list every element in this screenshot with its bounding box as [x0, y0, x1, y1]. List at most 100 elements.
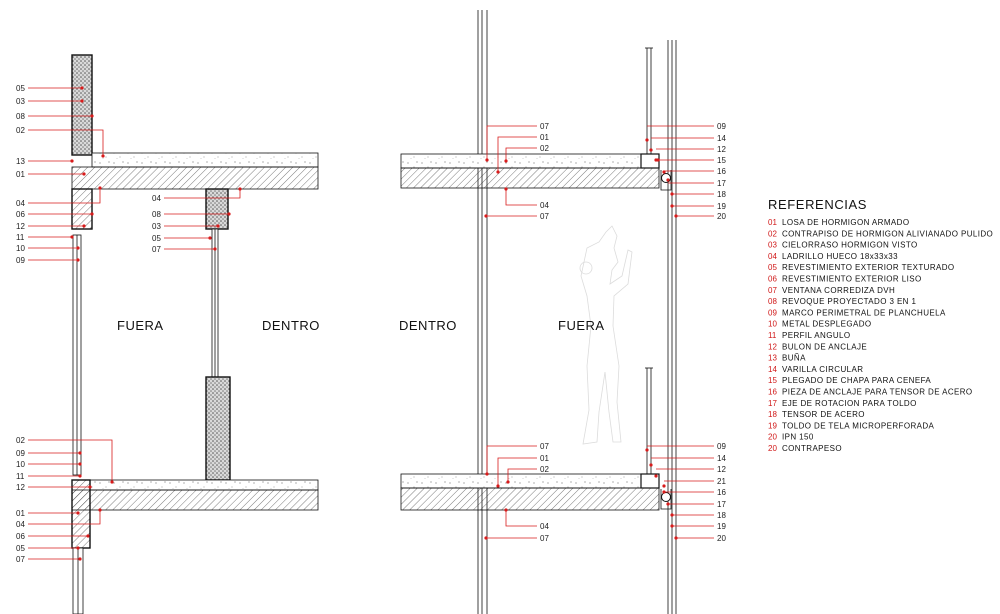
callout-label: 05	[152, 234, 161, 243]
reference-number: 12	[768, 342, 777, 351]
mid-lower-screed	[400, 473, 660, 489]
center-lower-wall	[205, 376, 231, 481]
upper-slab	[71, 166, 319, 190]
callout-label: 07	[540, 534, 549, 543]
callout-05: 05	[16, 84, 84, 93]
awning-roller-lower	[661, 492, 671, 502]
callout-label: 11	[16, 233, 25, 242]
callout-label: 16	[717, 167, 726, 176]
reference-number: 15	[768, 376, 777, 385]
callout-04: 04	[152, 187, 242, 203]
reference-text: TENSOR DE ACERO	[782, 410, 865, 419]
reference-number: 16	[768, 388, 777, 397]
human-figure-silhouette	[579, 225, 633, 445]
reference-number: 02	[768, 229, 777, 238]
zone-label-right-dentro: DENTRO	[399, 318, 457, 333]
callout-07: 07	[484, 534, 549, 543]
reference-number: 04	[768, 252, 777, 261]
reference-text: MARCO PERIMETRAL DE PLANCHUELA	[782, 308, 946, 317]
callout-09: 09	[16, 449, 82, 458]
callout-label: 02	[16, 126, 25, 135]
callout-08: 08	[16, 112, 94, 121]
lower-slab	[71, 489, 319, 511]
callout-04: 04	[504, 508, 549, 531]
reference-text: PIEZA DE ANCLAJE PARA TENSOR DE ACERO	[782, 388, 973, 397]
reference-number: 20	[768, 444, 777, 453]
callout-label: 03	[16, 97, 25, 106]
upper-slab-screed	[91, 152, 319, 168]
callout-label: 04	[540, 522, 549, 531]
callout-label: 03	[152, 222, 161, 231]
reference-text: PERFIL ANGULO	[782, 331, 850, 340]
callout-18: 18	[670, 190, 726, 199]
reference-text: CONTRAPESO	[782, 444, 842, 453]
reference-number: 03	[768, 241, 777, 250]
reference-text: TOLDO DE TELA MICROPERFORADA	[782, 421, 935, 430]
reference-text: REVESTIMIENTO EXTERIOR TEXTURADO	[782, 263, 955, 272]
callout-07: 07	[16, 555, 82, 564]
callout-label: 04	[16, 199, 25, 208]
callout-02: 02	[504, 144, 549, 163]
callout-label: 14	[717, 134, 726, 143]
callout-01: 01	[16, 170, 86, 179]
reference-text: METAL DESPLEGADO	[782, 320, 872, 329]
callout-11: 11	[16, 233, 74, 242]
callout-label: 13	[16, 157, 25, 166]
callout-05: 05	[152, 234, 212, 243]
callout-label: 11	[16, 472, 25, 481]
reference-text: VARILLA CIRCULAR	[782, 365, 863, 374]
reference-text: IPN 150	[782, 433, 814, 442]
callout-label: 09	[717, 122, 726, 131]
reference-item: 05 REVESTIMIENTO EXTERIOR TEXTURADO	[768, 263, 955, 272]
callout-label: 01	[540, 454, 549, 463]
callout-label: 18	[717, 190, 726, 199]
reference-item: 12 BULON DE ANCLAJE	[768, 342, 867, 351]
reference-item: 16 PIEZA DE ANCLAJE PARA TENSOR DE ACERO	[768, 388, 973, 397]
callout-label: 05	[16, 544, 25, 553]
reference-text: LADRILLO HUECO 18x33x33	[782, 252, 898, 261]
callout-label: 07	[16, 555, 25, 564]
callout-16: 16	[662, 488, 726, 497]
center-upper-wall	[205, 188, 229, 230]
callout-label: 12	[717, 465, 726, 474]
left-section	[71, 54, 319, 614]
reference-item: 04 LADRILLO HUECO 18x33x33	[768, 252, 898, 261]
references-title: REFERENCIAS	[768, 197, 867, 212]
callout-label: 10	[16, 460, 25, 469]
reference-number: 01	[768, 218, 777, 227]
callout-label: 05	[16, 84, 25, 93]
callout-label: 01	[540, 133, 549, 142]
zone-label-left-dentro: DENTRO	[262, 318, 320, 333]
reference-number: 14	[768, 365, 777, 374]
awning-roller-upper	[661, 173, 671, 183]
reference-item: 20 CONTRAPESO	[768, 444, 842, 453]
lower-beam	[71, 479, 91, 549]
callout-label: 17	[717, 179, 726, 188]
callout-label: 16	[717, 488, 726, 497]
middle-section	[400, 10, 660, 614]
reference-text: BULON DE ANCLAJE	[782, 342, 867, 351]
awning-section	[640, 40, 677, 614]
callout-label: 01	[16, 170, 25, 179]
callout-07: 07	[485, 122, 549, 162]
callout-label: 04	[540, 201, 549, 210]
callout-label: 06	[16, 210, 25, 219]
callout-14: 14	[649, 454, 726, 467]
callout-label: 02	[540, 144, 549, 153]
callout-label: 07	[540, 212, 549, 221]
callout-label: 09	[717, 442, 726, 451]
callout-17: 17	[666, 178, 726, 188]
reference-number: 17	[768, 399, 777, 408]
reference-text: CONTRAPISO DE HORMIGON ALIVIANADO PULIDO	[782, 229, 993, 238]
reference-number: 05	[768, 263, 777, 272]
callout-04: 04	[16, 508, 102, 529]
